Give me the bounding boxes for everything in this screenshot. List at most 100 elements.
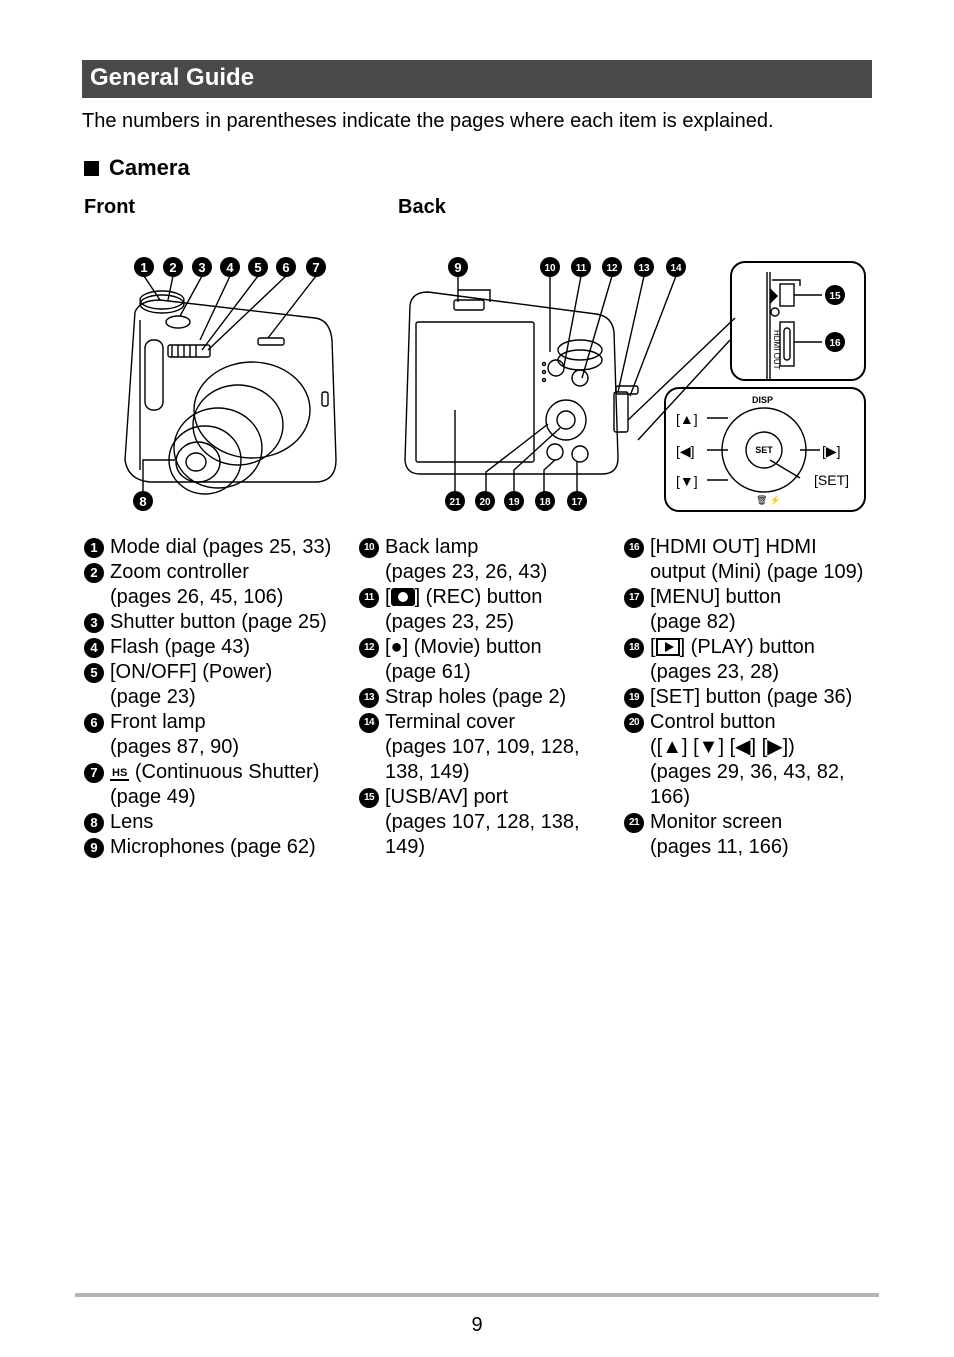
item-text-line: Lens [110, 811, 154, 833]
set-center-label: SET [755, 445, 773, 455]
item-number-badge: 6 [84, 713, 104, 733]
page-title: General Guide [90, 64, 255, 91]
item-text-line: (page 23) [110, 686, 196, 708]
svg-text:14: 14 [670, 263, 682, 274]
item-text-line: 149) [385, 836, 426, 858]
item-number-badge: 17 [624, 588, 644, 608]
svg-text:1: 1 [140, 260, 147, 275]
list-item: 15[USB/AV] port(pages 107, 128, 138,149) [359, 785, 580, 860]
back-view-label: Back [398, 196, 446, 218]
item-number-badge: 5 [84, 663, 104, 683]
svg-text:13: 13 [638, 263, 650, 274]
item-text-line: [MENU] button [650, 586, 782, 608]
callout-11: 11 [571, 257, 591, 277]
svg-text:20: 20 [479, 497, 491, 508]
svg-text:7: 7 [312, 260, 319, 275]
list-item: 18 [] (PLAY) button(pages 23, 28) [624, 635, 863, 685]
item-text-line: Front lamp [110, 711, 206, 733]
item-number-badge: 4 [84, 638, 104, 658]
square-bullet-icon [84, 161, 99, 176]
callout-7: 7 [306, 257, 326, 277]
item-text-line: (pages 23, 28) [650, 661, 779, 683]
svg-text:4: 4 [226, 260, 234, 275]
callout-6: 6 [276, 257, 296, 277]
callout-5: 5 [248, 257, 268, 277]
item-text-line: (pages 23, 25) [385, 611, 514, 633]
item-number-badge: 20 [624, 713, 644, 733]
hdmi-port-label: HDMI OUT [772, 330, 781, 370]
svg-text:12: 12 [606, 263, 618, 274]
item-text-line: Zoom controller [110, 561, 249, 583]
item-text-line: [HDMI OUT] HDMI [650, 536, 817, 558]
item-text-line: Mode dial (pages 25, 33) [110, 536, 332, 558]
item-text-line: output (Mini) (page 109) [650, 561, 864, 583]
callout-19: 19 [504, 491, 524, 511]
page-number: 9 [471, 1314, 483, 1336]
svg-text:8: 8 [139, 494, 146, 509]
item-text-line: [] (PLAY) button [650, 635, 863, 660]
svg-text:11: 11 [576, 263, 587, 274]
item-text: ] (REC) button [414, 586, 543, 608]
item-number-badge: 11 [359, 588, 379, 608]
item-text-line: Microphones (page 62) [110, 836, 316, 858]
item-text-line: HS (Continuous Shutter) [110, 760, 331, 785]
list-item: 11 [ ] (REC) button (pages 23, 25) [359, 585, 580, 635]
item-text-line: (pages 11, 166) [650, 836, 789, 858]
section-header-bar: General Guide [82, 60, 872, 98]
callout-4: 4 [220, 257, 240, 277]
camera-icon [390, 588, 415, 606]
svg-text:9: 9 [454, 260, 461, 275]
item-number-badge: 1 [84, 538, 104, 558]
item-text-line: (pages 29, 36, 43, 82, [650, 761, 845, 783]
item-number-badge: 18 [624, 638, 644, 658]
item-number-badge: 3 [84, 613, 104, 633]
item-number-badge: 19 [624, 688, 644, 708]
item-number-badge: 21 [624, 813, 644, 833]
item-text-line: (pages 87, 90) [110, 736, 239, 758]
item-text-line: [SET] button (page 36) [650, 686, 853, 708]
item-text: (Continuous Shutter) [129, 761, 320, 783]
callout-10: 10 [540, 257, 560, 277]
svg-text:10: 10 [544, 263, 556, 274]
back-camera-drawing [404, 291, 639, 475]
front-view-label: Front [84, 196, 136, 218]
list-item: 3 Shutter button (page 25) [84, 610, 331, 635]
callout-20: 20 [475, 491, 495, 511]
callout-markers: 1 2 3 4 5 6 7 8 9 10 11 12 13 14 15 16 1… [133, 257, 845, 511]
item-text-line: (pages 23, 26, 43) [385, 561, 548, 583]
callout-3: 3 [192, 257, 212, 277]
continuous-shutter-icon: HS [110, 767, 130, 781]
item-text-line: Strap holes (page 2) [385, 686, 567, 708]
list-item: 12[●] (Movie) button(page 61) [359, 635, 580, 685]
svg-text:15: 15 [829, 291, 841, 302]
item-text-line: Control button [650, 711, 776, 733]
subsection-title: Camera [109, 155, 190, 180]
bracket-open: [ [385, 586, 391, 608]
item-text-line: (page 49) [110, 786, 196, 808]
delete-flash-label: 🗑 ⚡ [756, 494, 781, 506]
svg-text:21: 21 [449, 497, 461, 508]
item-text-line: ([▲] [▼] [◀] [▶]) [650, 736, 795, 758]
list-item: 5 [ON/OFF] (Power) (page 23) [84, 660, 331, 710]
svg-text:3: 3 [198, 260, 205, 275]
callout-13: 13 [634, 257, 654, 277]
callout-1: 1 [134, 257, 154, 277]
callout-12: 12 [602, 257, 622, 277]
item-text-line: Shutter button (page 25) [110, 611, 327, 633]
item-number-badge: 15 [359, 788, 379, 808]
item-text-line: (pages 107, 128, 138, [385, 811, 580, 833]
item-text-line: [ON/OFF] (Power) [110, 661, 273, 683]
list-item: 6 Front lamp (pages 87, 90) [84, 710, 331, 760]
bracket-open: [ [650, 636, 656, 658]
